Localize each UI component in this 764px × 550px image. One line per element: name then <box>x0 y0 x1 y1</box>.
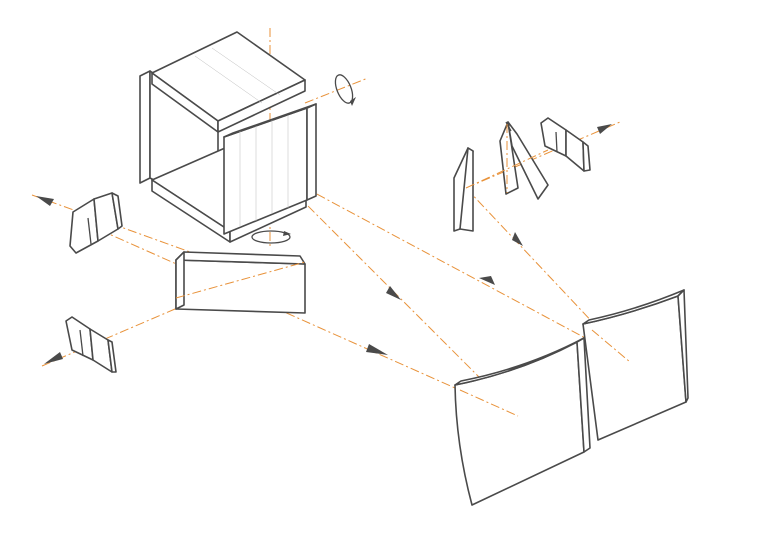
cube-rotation-indicator-bottom <box>251 230 291 244</box>
detector-right-cap <box>582 141 591 172</box>
cube-top-plate-side <box>217 79 306 133</box>
rotation-arrowhead-top <box>350 97 356 106</box>
cube-top-plate-hatching <box>194 47 281 104</box>
beam-splitter-plate <box>175 251 306 314</box>
beam-direction-arrows <box>36 124 612 364</box>
beam-cube-to-rear-mirror <box>271 169 631 363</box>
beam-in-front-mirror <box>459 389 519 417</box>
beam-in-rear-mirror <box>591 329 631 363</box>
detector-left-upper <box>69 192 123 254</box>
concave-mirror-front <box>454 337 591 506</box>
cube-right-plate-hatching <box>239 115 289 227</box>
mirror-rear-side-edge <box>677 289 689 403</box>
arrow-left-upper-in <box>36 196 54 206</box>
arrow-left-lower-out <box>44 352 63 364</box>
arrow-plate-to-rear-mirror <box>512 232 523 246</box>
cube-right-plate-top <box>223 103 317 138</box>
wedge-prism <box>499 121 549 200</box>
detector-right-body <box>540 117 567 157</box>
polarizing-beam-splitter-cube <box>139 31 317 243</box>
flat-plate-edge <box>459 147 474 232</box>
beam-through-wedge <box>465 149 549 189</box>
flat-plate-right <box>453 147 474 232</box>
cube-right-plate-front <box>223 107 308 235</box>
arrow-rear-mirror-return <box>479 276 495 285</box>
rotation-arrowhead-bottom <box>283 231 291 236</box>
beam-paths-overlay <box>175 124 631 417</box>
detector-left-upper-cap <box>111 192 123 230</box>
wedge-prism-back <box>499 121 519 195</box>
detector-right <box>540 117 591 172</box>
beam-through-plate <box>175 261 306 299</box>
wedge-prism-front <box>507 121 549 200</box>
cube-rotation-indicator-top <box>334 74 356 106</box>
detector-left-lower-cap <box>107 339 117 373</box>
concave-mirror-rear <box>582 289 689 441</box>
beam-to-front-mirror <box>99 229 519 417</box>
beam-left-upper-input <box>31 194 241 271</box>
arrow-to-front-mirror <box>366 344 388 355</box>
cube-left-plate-face <box>139 70 151 184</box>
arrow-right-detector-out <box>597 124 612 134</box>
detector-right-window <box>565 129 585 172</box>
cube-right-plate-side <box>306 103 317 201</box>
plate-side-face <box>175 251 185 310</box>
mirror-front-side-edge <box>576 337 591 453</box>
cube-rotation-axis <box>304 77 369 104</box>
beam-right-detector-axis <box>465 121 621 189</box>
arrow-cube-to-front-mirror <box>386 286 401 300</box>
detector-left-upper-body <box>69 198 99 254</box>
plate-front-face <box>175 259 306 314</box>
detector-left-lower <box>65 316 117 373</box>
